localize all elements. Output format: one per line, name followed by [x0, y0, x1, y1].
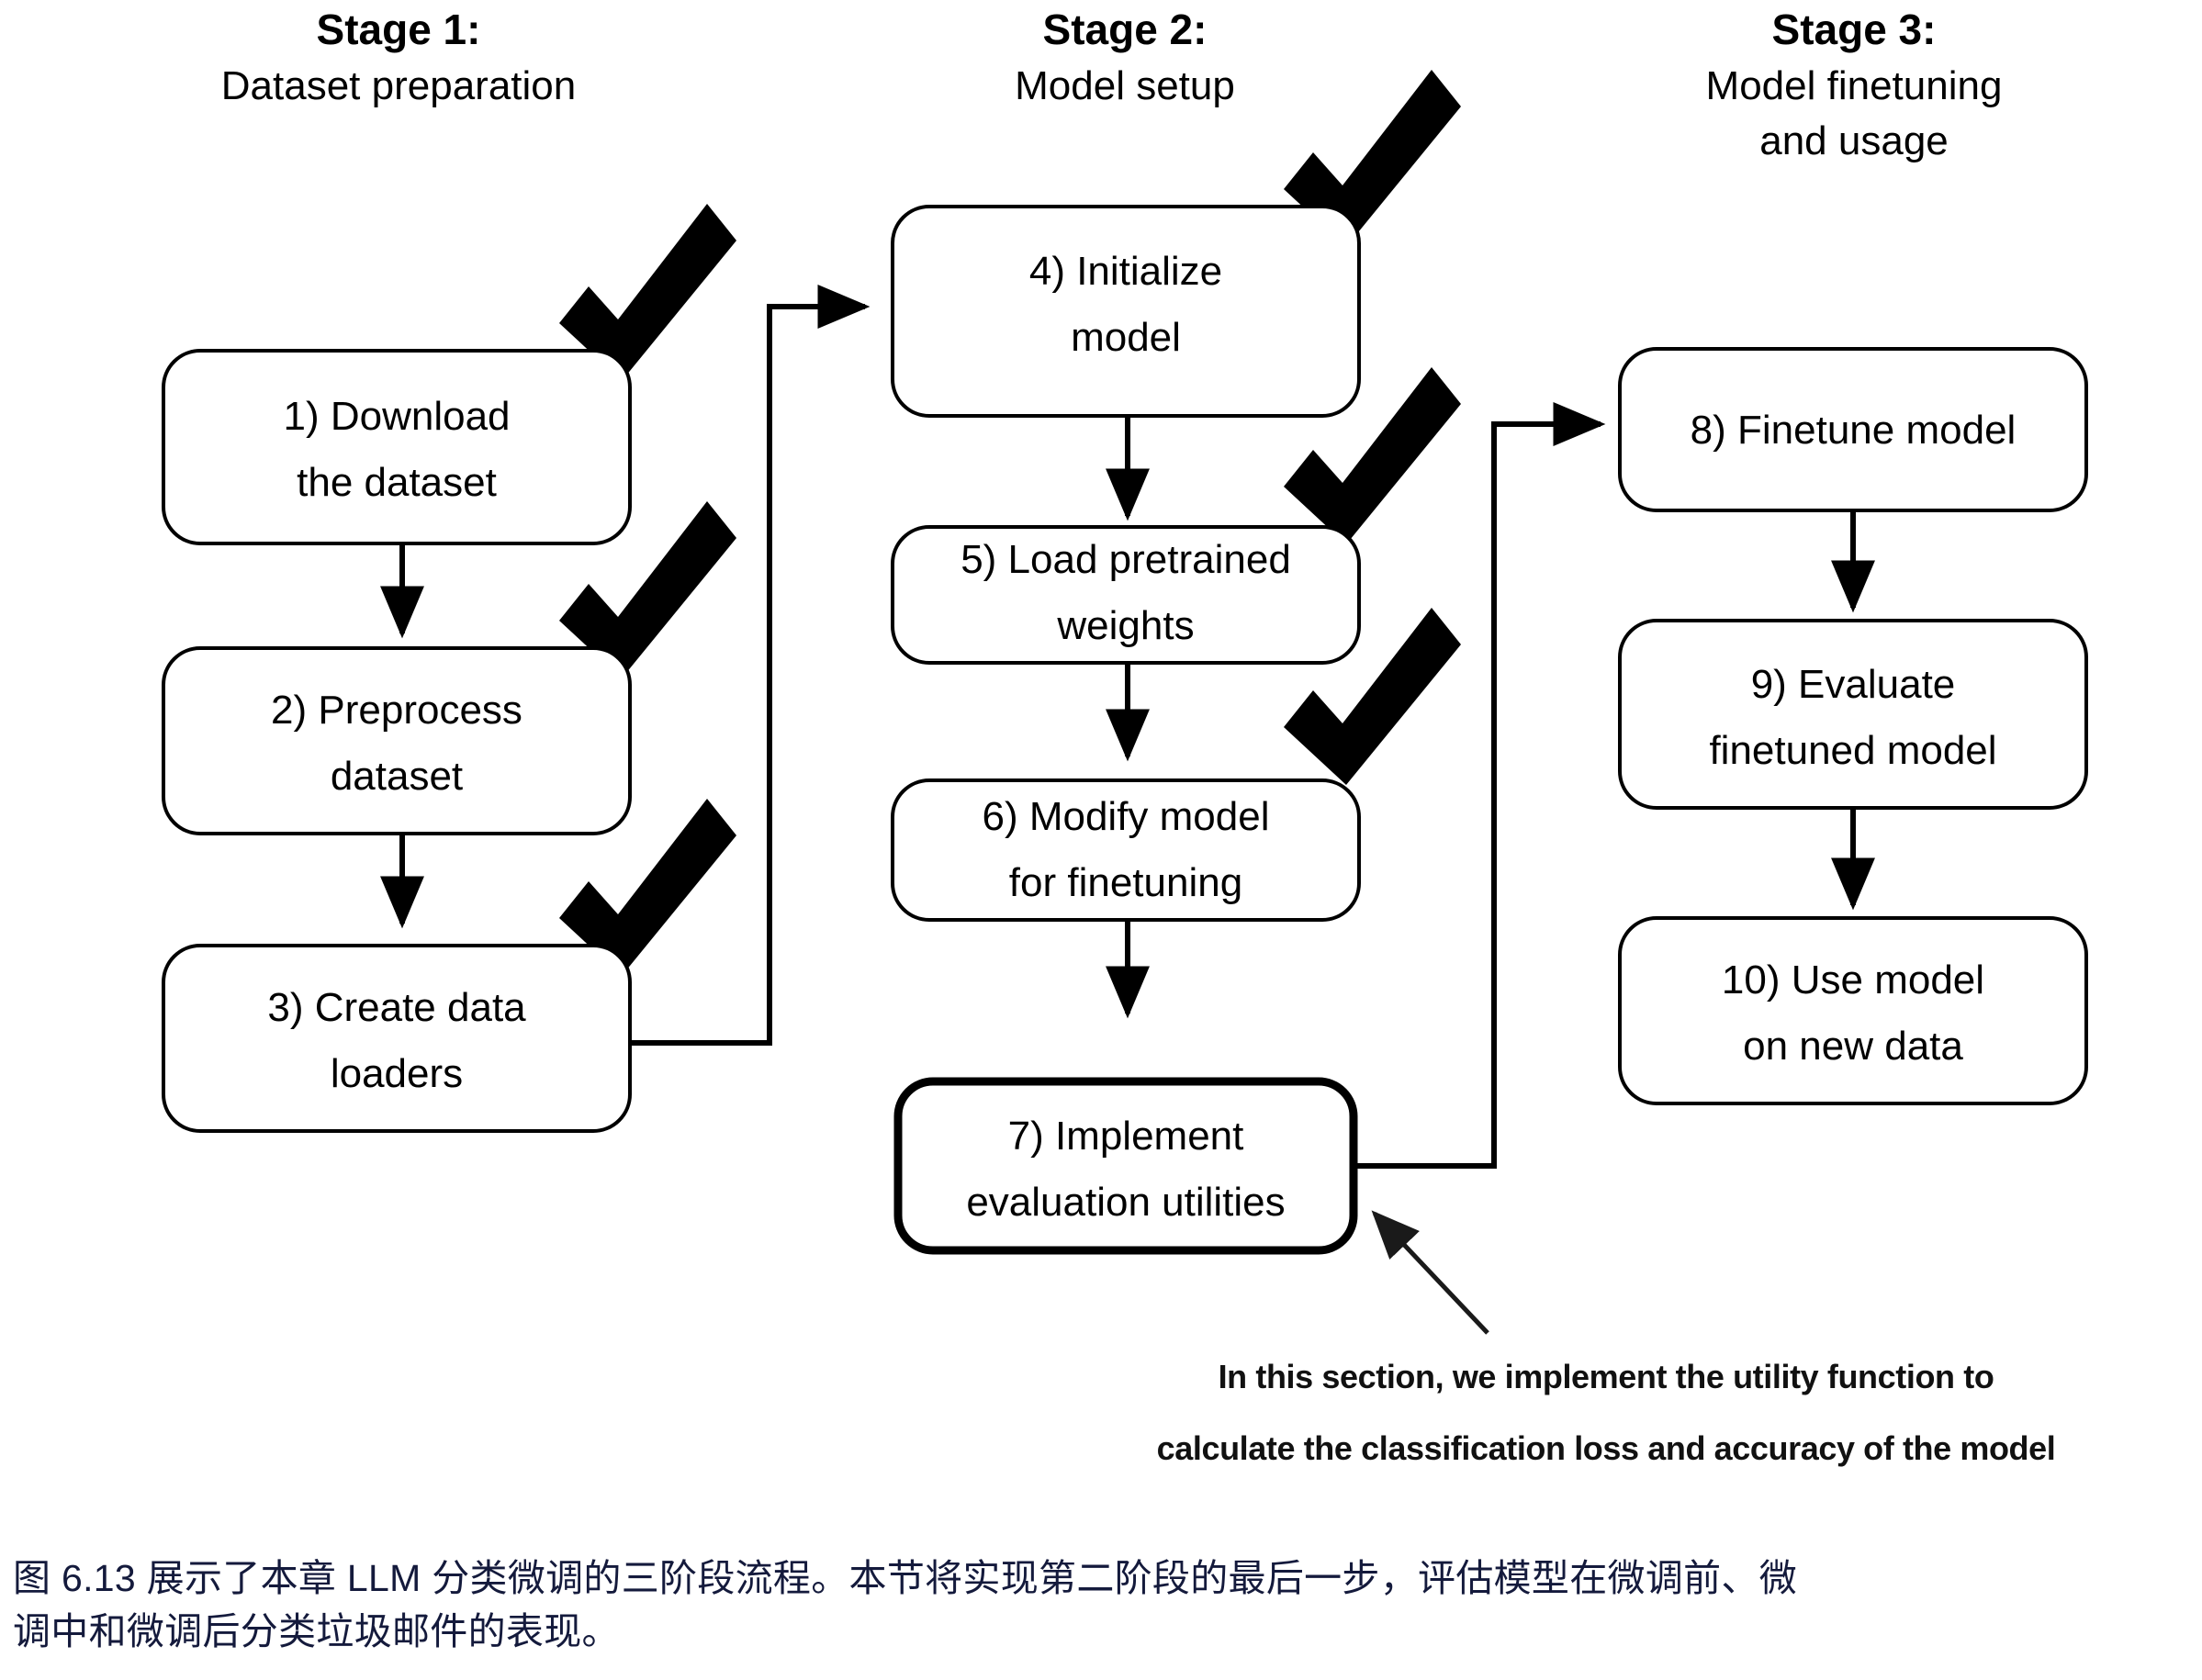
node-3-box[interactable] — [162, 944, 632, 1133]
node-7-label-line1: 7) Implement — [1008, 1114, 1244, 1159]
node-7-label-line2: evaluation utilities — [966, 1180, 1285, 1225]
node-5-label-line2: weights — [1056, 603, 1194, 648]
connector-3-to-4 — [628, 285, 871, 1046]
annotation-line1: In this section, we implement the utilit… — [1219, 1358, 1994, 1395]
check-icon-node-5 — [1284, 367, 1461, 544]
check-icon-node-2 — [559, 501, 736, 678]
stage-3-subtitle: Model finetuning — [1706, 63, 2003, 108]
node-9-label-line2: finetuned model — [1709, 728, 1996, 773]
stage-1-title: Stage 1: — [317, 6, 481, 53]
figure-caption: 图 6.13 展示了本章 LLM 分类微调的三阶段流程。本节将实现第二阶段的最后… — [13, 1551, 2189, 1658]
node-4[interactable]: 4) Initialize model — [891, 205, 1361, 418]
check-icon-node-6 — [1284, 608, 1461, 785]
node-4-label-line1: 4) Initialize — [1029, 249, 1222, 294]
stage-title-2: Stage 2: Model setup — [1015, 6, 1235, 108]
node-6[interactable]: 6) Modify model for finetuning — [891, 778, 1361, 922]
stage-3-subtitle-line2: and usage — [1759, 118, 1949, 163]
stage-title-1: Stage 1: Dataset preparation — [221, 6, 576, 108]
node-4-box[interactable] — [891, 205, 1361, 418]
node-9-box[interactable] — [1618, 619, 2088, 810]
stage-2-subtitle: Model setup — [1015, 63, 1235, 108]
check-icon-group — [559, 70, 1461, 976]
node-2-box[interactable] — [162, 646, 632, 835]
annotation-pointer-arrow — [1371, 1210, 1489, 1335]
node-6-label-line1: 6) Modify model — [982, 794, 1269, 839]
node-1[interactable]: 1) Download the dataset — [162, 349, 632, 545]
stage-3-title: Stage 3: — [1772, 6, 1937, 53]
node-7-box[interactable] — [893, 1077, 1358, 1255]
node-2[interactable]: 2) Preprocess dataset — [162, 646, 632, 835]
node-1-label-line1: 1) Download — [283, 394, 510, 439]
node-9[interactable]: 9) Evaluate finetuned model — [1618, 619, 2088, 810]
node-2-label-line2: dataset — [331, 754, 463, 799]
node-3[interactable]: 3) Create data loaders — [162, 944, 632, 1133]
check-icon-node-3 — [559, 799, 736, 976]
node-5-box[interactable] — [891, 525, 1361, 665]
node-8-label-line1: 8) Finetune model — [1691, 408, 2017, 453]
annotation-note: In this section, we implement the utilit… — [1157, 1358, 2056, 1467]
node-5[interactable]: 5) Load pretrained weights — [891, 525, 1361, 665]
node-3-label-line2: loaders — [331, 1051, 463, 1096]
stage-title-3: Stage 3: Model finetuning and usage — [1706, 6, 2003, 163]
node-3-label-line1: 3) Create data — [267, 985, 526, 1030]
node-8-box[interactable] — [1618, 347, 2088, 512]
node-2-label-line1: 2) Preprocess — [271, 688, 522, 733]
node-9-label-line1: 9) Evaluate — [1751, 662, 1956, 707]
node-10-label-line1: 10) Use model — [1722, 958, 1984, 1002]
check-icon-node-1 — [559, 204, 736, 381]
check-icon-node-4 — [1284, 70, 1461, 247]
node-10-label-line2: on new data — [1743, 1024, 1963, 1069]
node-1-box[interactable] — [162, 349, 632, 545]
node-4-label-line2: model — [1071, 315, 1181, 360]
caption-line-1: 图 6.13 展示了本章 LLM 分类微调的三阶段流程。本节将实现第二阶段的最后… — [13, 1557, 1798, 1599]
node-5-label-line1: 5) Load pretrained — [961, 537, 1291, 582]
node-10-box[interactable] — [1618, 916, 2088, 1105]
node-7[interactable]: 7) Implement evaluation utilities — [893, 1077, 1358, 1255]
node-10[interactable]: 10) Use model on new data — [1618, 916, 2088, 1105]
node-1-label-line2: the dataset — [297, 460, 497, 505]
stage-2-title: Stage 2: — [1043, 6, 1208, 53]
connector-7-to-8 — [1356, 402, 1606, 1169]
annotation-line2: calculate the classification loss and ac… — [1157, 1429, 2056, 1467]
node-6-box[interactable] — [891, 778, 1361, 922]
caption-line-2: 调中和微调后分类垃圾邮件的表现。 — [13, 1610, 620, 1653]
stage-1-subtitle: Dataset preparation — [221, 63, 576, 108]
node-8[interactable]: 8) Finetune model — [1618, 347, 2088, 512]
node-6-label-line2: for finetuning — [1009, 860, 1242, 905]
